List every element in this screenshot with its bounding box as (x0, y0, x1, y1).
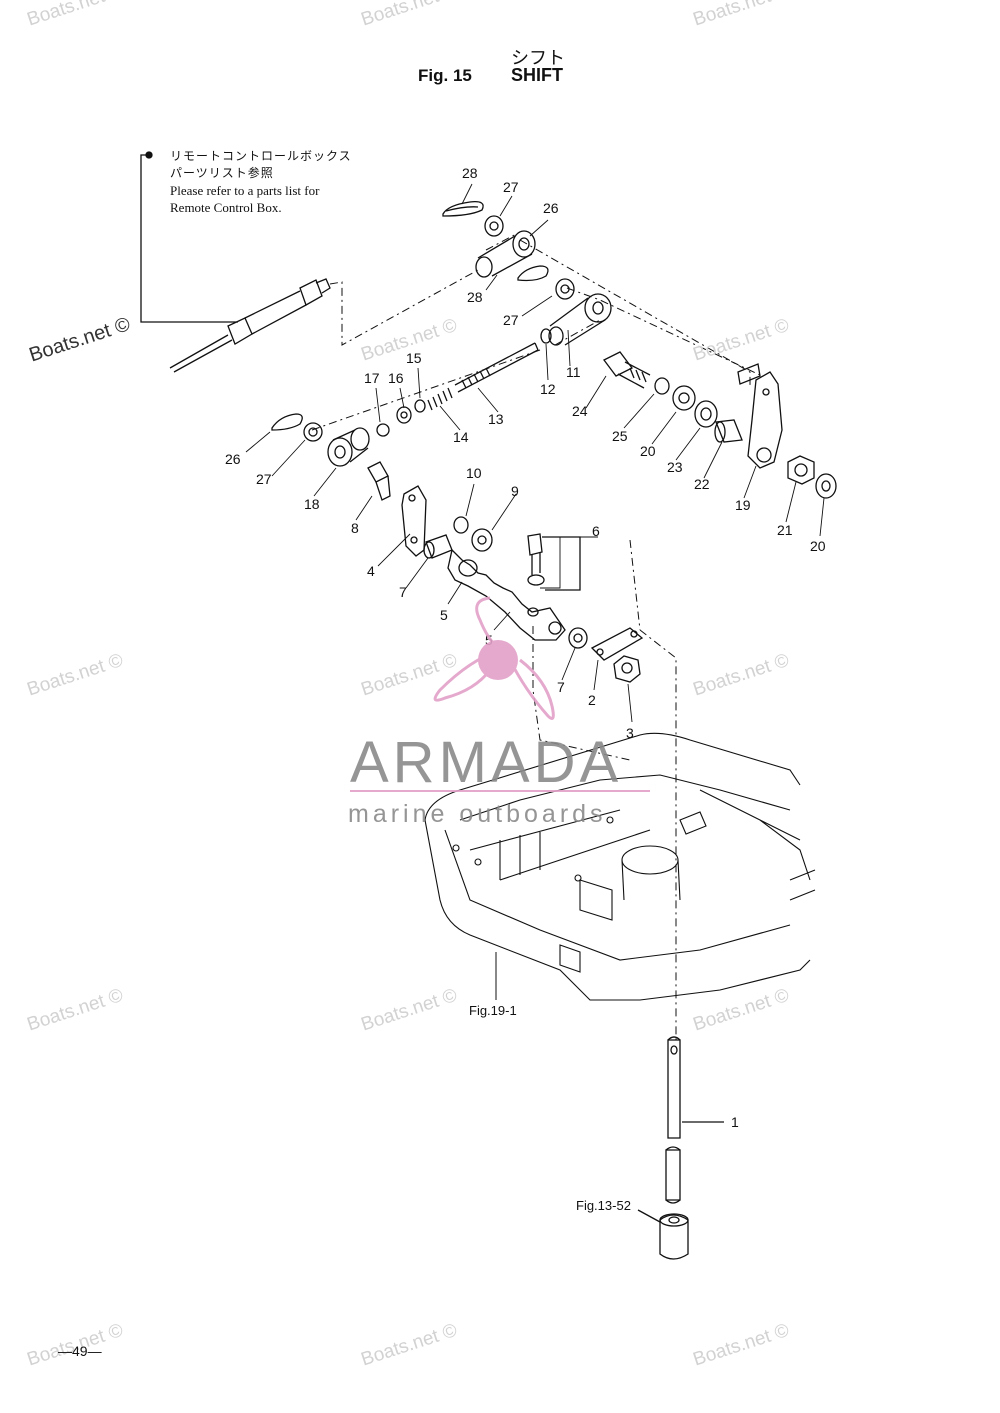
armada-logo: ARMADA marine outboards (348, 596, 650, 828)
figure-ref-19-1: Fig.19-1 (469, 1003, 517, 1018)
clip-28-mid-part (517, 265, 549, 282)
label-part-9: 9 (511, 483, 519, 499)
logo-name: ARMADA (350, 730, 622, 795)
label-part-8: 8 (351, 520, 359, 536)
label-part-27c: 27 (256, 471, 272, 487)
joint-11-part (548, 293, 612, 346)
label-part-16: 16 (388, 370, 404, 386)
washer-23-part (694, 400, 718, 428)
remote-cable-part (169, 278, 331, 373)
label-part-28: 28 (462, 165, 478, 181)
label-part-23: 23 (667, 459, 683, 475)
figure-number: Fig. 15 (418, 66, 472, 85)
page-number: —49— (58, 1343, 102, 1359)
washer-10-part (453, 516, 469, 534)
rod-13-part (454, 342, 539, 393)
label-part-18: 18 (304, 496, 320, 512)
label-part-27b: 27 (503, 312, 519, 328)
lever-arm-19-part (737, 363, 783, 469)
clip-28-top-part (442, 201, 484, 217)
note-jp-line-2: パーツリスト参照 (170, 166, 274, 180)
collar-7-part (423, 534, 453, 559)
label-part-1: 1 (731, 1114, 739, 1130)
washer-20-top-part (672, 385, 696, 411)
label-part-7b: 7 (557, 679, 565, 695)
lower-case-part (424, 732, 816, 1001)
label-part-17: 17 (364, 370, 380, 386)
label-part-13: 13 (488, 411, 504, 427)
washer-27-low-part (303, 422, 323, 442)
shift-rod-1-part (665, 1036, 724, 1204)
pin-8-part (367, 461, 391, 501)
label-part-3: 3 (626, 725, 634, 741)
spring-14-part (427, 387, 453, 411)
label-part-20b: 20 (810, 538, 826, 554)
washer-27-mid-part (555, 278, 575, 300)
label-part-4: 4 (367, 563, 375, 579)
label-part-15: 15 (406, 350, 422, 366)
remote-control-note: リモートコントロールボックス パーツリスト参照 Please refer to … (170, 148, 410, 216)
label-part-26b: 26 (225, 451, 241, 467)
clip-26-low-part (271, 413, 303, 431)
label-part-2: 2 (588, 692, 596, 708)
washer-27-top-part (484, 215, 504, 237)
label-part-21: 21 (777, 522, 793, 538)
label-part-14: 14 (453, 429, 469, 445)
label-part-27a: 27 (503, 179, 519, 195)
nut-3-part (613, 655, 641, 683)
collar-22-part (714, 419, 743, 443)
label-part-11: 11 (566, 364, 581, 380)
label-part-5a: 5 (440, 607, 448, 623)
joint-26-top-part (475, 230, 536, 278)
note-en-line-2: Remote Control Box. (170, 200, 282, 215)
figure-title: Fig. 15 シフト SHIFT (0, 44, 1000, 94)
plate-2-part (590, 627, 644, 661)
figure-ref-13-52: Fig.13-52 (576, 1198, 631, 1213)
shift-lever-5-part (447, 548, 566, 641)
figure-title-english: SHIFT (511, 65, 563, 85)
label-part-20a: 20 (640, 443, 656, 459)
label-part-10: 10 (466, 465, 482, 481)
label-part-6: 6 (592, 523, 600, 539)
label-part-19: 19 (735, 497, 751, 513)
label-part-26a: 26 (543, 200, 559, 216)
bracket-4-part (401, 485, 427, 557)
joint-18-part (327, 427, 370, 467)
note-jp-line-1: リモートコントロールボックス (170, 149, 352, 163)
washer-17-part (376, 423, 390, 437)
coupler-part (637, 1209, 689, 1260)
note-leader-line (140, 154, 238, 323)
collar-7-low-part (568, 627, 588, 649)
logo-tagline: marine outboards (348, 800, 607, 828)
propeller-icon (433, 596, 555, 720)
figure-title-japanese: シフト (511, 48, 565, 69)
washer-20-low-part (815, 473, 837, 499)
label-part-12: 12 (540, 381, 556, 397)
label-part-25: 25 (612, 428, 628, 444)
nut-21-part (787, 455, 815, 485)
label-part-24: 24 (572, 403, 588, 419)
nut-15-part (414, 399, 426, 413)
label-part-22: 22 (694, 476, 710, 492)
bolt-24-part (603, 351, 651, 389)
note-en-line-1: Please refer to a parts list for (170, 183, 320, 198)
label-part-7a: 7 (399, 584, 407, 600)
nut-12-part (540, 328, 552, 344)
nut-9-part (471, 528, 493, 552)
label-part-28b: 28 (467, 289, 483, 305)
bolt-6-part (527, 533, 581, 591)
nut-16-part (396, 406, 412, 424)
washer-25-part (654, 377, 670, 395)
